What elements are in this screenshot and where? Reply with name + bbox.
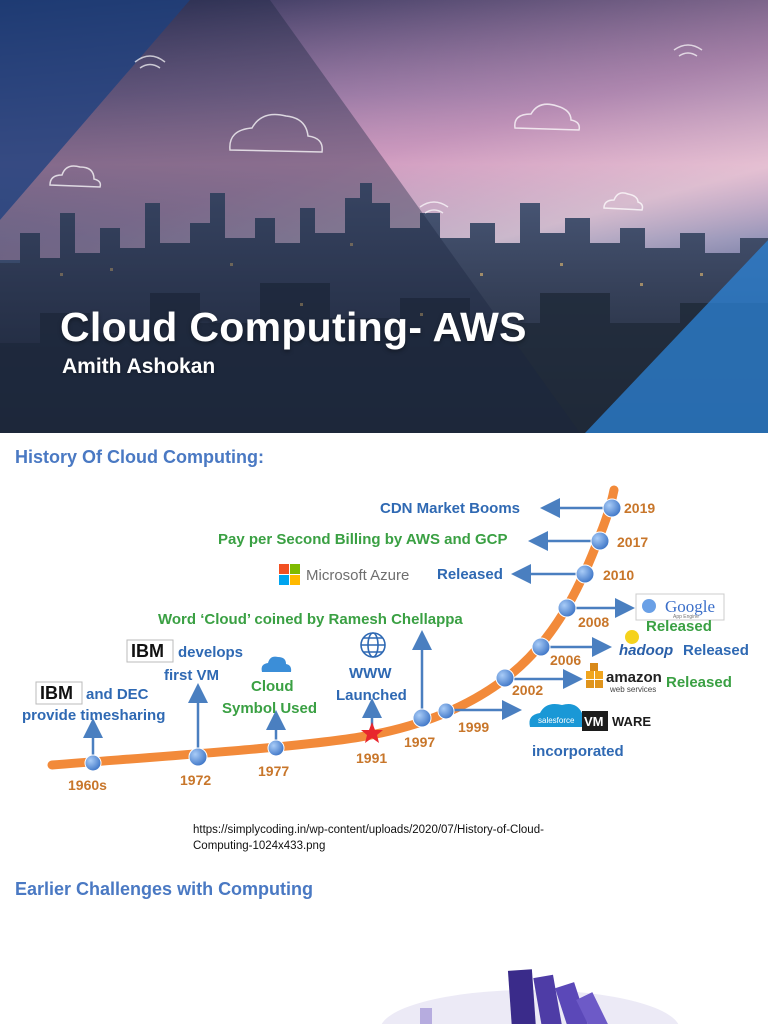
node-2002 xyxy=(495,668,515,688)
cover-title: Cloud Computing- AWS xyxy=(60,304,527,350)
aws-boxes-icon xyxy=(586,663,603,688)
year-2019: 2019 xyxy=(624,500,655,516)
salesforce-logo-text: salesforce xyxy=(538,716,575,725)
cloud-history-timeline: 1960s 1972 1977 1991 1997 1999 2002 2006… xyxy=(22,485,749,793)
node-1999 xyxy=(437,702,455,720)
node-1977 xyxy=(267,739,285,757)
node-2008 xyxy=(557,598,577,618)
microsoft-azure-text: Microsoft Azure xyxy=(306,567,409,584)
event-2010-label: Released xyxy=(437,566,503,583)
event-1960s-line2: provide timesharing xyxy=(22,707,165,724)
cloud-symbol-icon xyxy=(261,656,292,672)
event-2017: Pay per Second Billing by AWS and GCP xyxy=(218,531,508,548)
year-2008: 2008 xyxy=(578,614,609,630)
wifi-icon xyxy=(134,44,703,214)
vmware-logo-text2: WARE xyxy=(612,714,651,729)
ibm-logo-text-1960s: IBM xyxy=(40,683,73,703)
event-1997: Word ‘Cloud’ coined by Ramesh Chellappa xyxy=(158,611,463,628)
ibm-logo-1972 xyxy=(126,639,174,663)
node-1960s xyxy=(84,754,102,772)
event-1977-line1: Cloud xyxy=(251,678,294,695)
amazon-logo-sub: web services xyxy=(609,685,656,694)
globe-icon xyxy=(360,632,386,658)
event-1999-label: incorporated xyxy=(532,743,624,760)
event-2008-label: Released xyxy=(646,618,712,635)
challenges-heading: Earlier Challenges with Computing xyxy=(15,879,314,899)
ibm-logo-1960s xyxy=(35,681,83,705)
year-1999: 1999 xyxy=(458,719,489,735)
app-engine-icon xyxy=(642,599,656,613)
year-2017: 2017 xyxy=(617,534,648,550)
year-1991: 1991 xyxy=(356,750,387,766)
event-1960s-line1: and DEC xyxy=(86,686,149,703)
event-1977-line2: Symbol Used xyxy=(222,700,317,717)
node-1997 xyxy=(412,708,432,728)
image-source-url: https://simplycoding.in/wp-content/uploa… xyxy=(193,824,544,852)
node-2017 xyxy=(590,531,610,551)
cover-banner: Cloud Computing- AWS Amith Ashokan xyxy=(0,0,768,433)
history-heading: History Of Cloud Computing: xyxy=(15,447,264,467)
google-logo-sub: App Engine xyxy=(673,614,699,620)
node-1972 xyxy=(188,747,208,767)
amazon-logo-text: amazon xyxy=(606,669,662,686)
node-2019 xyxy=(602,498,622,518)
event-2006-label: Released xyxy=(683,642,749,659)
star-1991-icon xyxy=(361,722,383,743)
ibm-logo-text-1972: IBM xyxy=(131,641,164,661)
year-1997: 1997 xyxy=(404,734,435,750)
vmware-logo xyxy=(582,711,608,731)
event-2002-label: Released xyxy=(666,674,732,691)
node-2010 xyxy=(575,564,595,584)
event-1991-line2: Launched xyxy=(336,687,407,704)
hadoop-elephant-icon xyxy=(625,630,639,644)
year-1972: 1972 xyxy=(180,772,211,788)
node-2006 xyxy=(531,637,551,657)
year-2010: 2010 xyxy=(603,567,634,583)
year-2002: 2002 xyxy=(512,682,543,698)
year-1977: 1977 xyxy=(258,763,289,779)
books-illustration xyxy=(381,969,679,1024)
hadoop-logo-text: hadoop xyxy=(619,642,673,659)
cover-author: Amith Ashokan xyxy=(62,355,216,378)
vmware-logo-text: VM xyxy=(584,714,604,729)
year-2006: 2006 xyxy=(550,652,581,668)
google-logo-text: Google xyxy=(665,597,715,616)
salesforce-logo xyxy=(529,704,591,727)
event-1972-line1: develops xyxy=(178,644,243,661)
city-skyline-image xyxy=(0,183,768,433)
event-1991-line1: WWW xyxy=(349,665,392,682)
year-1960s: 1960s xyxy=(68,777,107,793)
event-1972-line2: first VM xyxy=(164,667,219,684)
cover-overlay-shapes xyxy=(0,0,768,433)
cloud-icon xyxy=(49,103,644,211)
microsoft-logo-icon xyxy=(279,564,300,585)
event-2019: CDN Market Booms xyxy=(380,500,520,517)
